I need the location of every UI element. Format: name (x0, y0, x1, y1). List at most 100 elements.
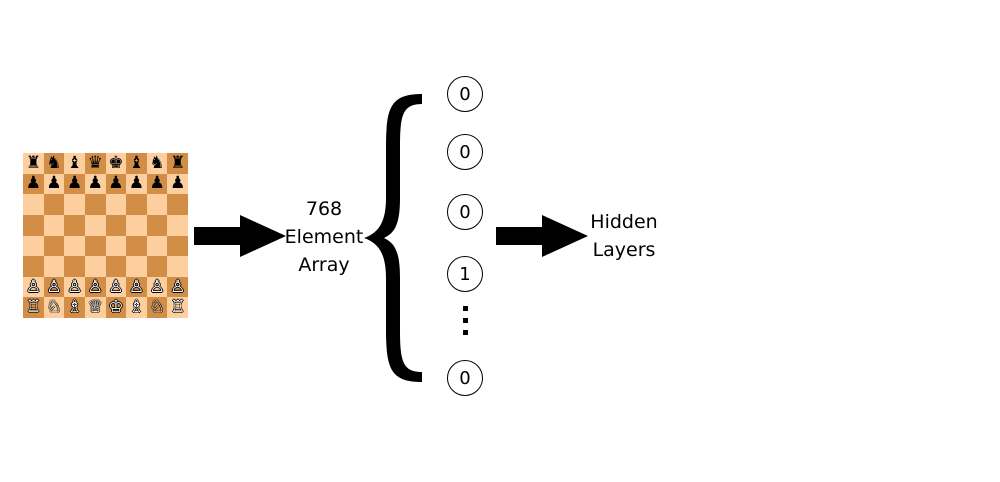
board-square (126, 235, 147, 257)
board-square (64, 194, 85, 215)
board-square: ♙ (64, 276, 85, 298)
board-square: ♝ (126, 153, 147, 174)
board-square: ♟ (43, 173, 65, 195)
chess-piece-icon: ♗ (128, 297, 145, 318)
board-square (43, 235, 65, 257)
chess-piece-icon: ♞ (46, 152, 62, 173)
board-square: ♜ (23, 153, 44, 174)
board-square (64, 235, 85, 257)
ellipsis-dots (461, 306, 469, 342)
board-square (105, 214, 127, 236)
board-square (146, 214, 168, 236)
chess-piece-icon: ♙ (149, 276, 165, 297)
array-node: 0 (447, 76, 483, 112)
board-square (84, 194, 106, 215)
board-square: ♛ (84, 152, 106, 174)
array-label: 768 Element Array (280, 195, 368, 279)
chess-piece-icon: ♙ (25, 276, 41, 297)
board-square (126, 256, 147, 277)
board-square (167, 235, 188, 257)
board-square: ♙ (146, 276, 168, 298)
board-square: ♕ (84, 297, 106, 318)
chess-piece-icon: ♟ (46, 173, 62, 194)
board-square (84, 235, 106, 257)
board-square (23, 214, 44, 236)
board-square: ♔ (105, 297, 127, 318)
chess-piece-icon: ♜ (25, 152, 41, 173)
board-square (84, 214, 106, 236)
board-square (23, 256, 44, 277)
board-square (146, 235, 168, 257)
board-square: ♞ (43, 152, 65, 174)
chess-piece-icon: ♜ (170, 152, 186, 173)
chess-piece-icon: ♙ (128, 276, 145, 297)
chess-piece-icon: ♙ (87, 276, 103, 297)
board-square (64, 256, 85, 277)
board-square: ♖ (23, 297, 44, 318)
board-square: ♚ (105, 153, 127, 174)
chess-piece-icon: ♙ (170, 276, 186, 297)
board-square: ♟ (23, 173, 44, 195)
board-square: ♟ (146, 173, 168, 195)
board-square: ♝ (64, 153, 85, 174)
array-label-line1: 768 (305, 198, 343, 220)
chess-piece-icon: ♟ (25, 173, 41, 194)
board-square (167, 214, 188, 236)
board-square (23, 194, 44, 215)
hidden-layers-line2: Layers (592, 239, 656, 261)
chess-piece-icon: ♙ (46, 276, 62, 297)
board-square: ♟ (167, 173, 188, 195)
chess-piece-icon: ♖ (25, 297, 41, 318)
board-square (167, 194, 188, 215)
board-square: ♟ (84, 173, 106, 195)
board-square: ♙ (23, 276, 44, 298)
board-square: ♗ (64, 297, 85, 318)
chess-piece-icon: ♟ (170, 173, 186, 194)
chess-piece-icon: ♝ (66, 152, 83, 173)
array-node: 0 (447, 360, 483, 396)
chess-piece-icon: ♙ (66, 276, 83, 297)
board-square (126, 214, 147, 236)
board-square: ♟ (105, 173, 127, 195)
chess-piece-icon: ♘ (149, 297, 165, 318)
board-square: ♙ (84, 276, 106, 298)
board-square (126, 194, 147, 215)
arrow-to-hidden-layers (496, 215, 588, 257)
chess-piece-icon: ♟ (66, 173, 83, 194)
board-square (146, 256, 168, 277)
board-square: ♙ (167, 276, 188, 298)
hidden-layers-label: Hidden Layers (584, 208, 664, 264)
board-square (146, 194, 168, 215)
board-square: ♙ (43, 276, 65, 298)
chess-piece-icon: ♝ (128, 152, 145, 173)
board-square: ♙ (105, 276, 127, 298)
array-label-line3: Array (298, 254, 350, 276)
array-node: 0 (447, 194, 483, 230)
hidden-layers-line1: Hidden (590, 211, 658, 233)
arrow-to-array (194, 215, 286, 257)
chess-piece-icon: ♟ (149, 173, 165, 194)
board-square (167, 256, 188, 277)
chess-piece-icon: ♖ (170, 297, 186, 318)
board-square: ♟ (64, 173, 85, 195)
board-square (105, 235, 127, 257)
board-square (23, 235, 44, 257)
board-square: ♟ (126, 173, 147, 195)
chess-piece-icon: ♟ (108, 173, 124, 194)
chess-piece-icon: ♛ (87, 152, 103, 173)
board-square (43, 214, 65, 236)
board-square (64, 214, 85, 236)
chess-piece-icon: ♗ (66, 297, 83, 318)
board-square: ♜ (167, 153, 188, 174)
chess-piece-icon: ♟ (87, 173, 103, 194)
board-square (43, 194, 65, 215)
chess-piece-icon: ♘ (46, 297, 62, 318)
board-square (105, 194, 127, 215)
board-square: ♙ (126, 276, 147, 298)
board-square: ♖ (167, 297, 188, 318)
curly-brace (364, 94, 422, 382)
chess-piece-icon: ♞ (149, 152, 165, 173)
board-square: ♘ (146, 297, 168, 318)
board-square: ♞ (146, 152, 168, 174)
array-node: 1 (447, 256, 483, 292)
